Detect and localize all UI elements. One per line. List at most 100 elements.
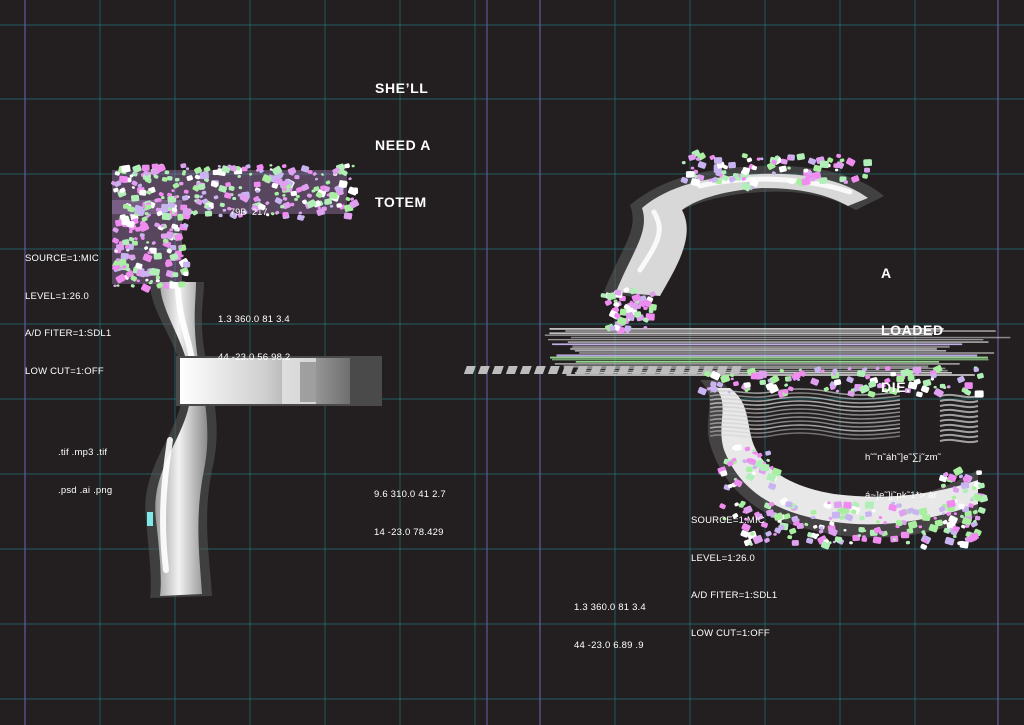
speckle-chip <box>197 183 206 190</box>
speckle-chip <box>219 202 225 208</box>
speckle-chip <box>194 174 201 180</box>
speckle-chip <box>148 281 153 285</box>
speckle-chip <box>201 190 207 195</box>
speckle-chip <box>160 206 169 214</box>
speckle-chip <box>765 382 775 391</box>
speckle-chip <box>819 177 828 185</box>
speckle-chip <box>875 366 880 371</box>
speckle-chip <box>648 303 657 311</box>
speckle-chip <box>348 177 352 181</box>
speckle-chip <box>946 499 956 508</box>
speckle-chip <box>778 165 787 173</box>
glyph-right-top <box>616 173 868 296</box>
wave-line <box>709 388 901 396</box>
speckle-chip <box>643 306 648 310</box>
speckle-chip <box>237 193 242 197</box>
speckle-chip <box>839 158 845 163</box>
glitch-text-line-2: á~]e˜]j˜pk˜1*> àr <box>865 489 938 501</box>
speckle-chip <box>316 208 325 216</box>
speckle-chip <box>791 515 799 522</box>
streak-dash <box>505 366 518 374</box>
speckle-chip <box>851 509 857 514</box>
glitch-text: h˜˜n˜áh˜]e˜∑j˜zm˜ á~]e˜]j˜pk˜1*> àr <box>865 427 941 527</box>
speckle-chip <box>166 175 173 181</box>
speckle-chip <box>129 254 136 260</box>
speckle-chip <box>142 173 152 181</box>
wave-line-right <box>939 433 979 439</box>
speckle-chip <box>180 163 187 169</box>
speckle-chip <box>642 317 649 323</box>
speckle-chip <box>920 385 930 393</box>
speckle-chip <box>832 372 837 376</box>
glitch-streaks <box>463 328 1011 444</box>
speckle-chip <box>238 213 243 218</box>
speckle-chip <box>828 516 833 520</box>
glitch-speckle-right <box>600 149 988 550</box>
speckle-chip <box>186 175 193 181</box>
speckle-chip <box>964 382 973 389</box>
speckle-chip <box>126 220 135 228</box>
streak-line <box>566 374 975 376</box>
speckle-chip <box>768 502 775 507</box>
left-numbers-b-line-1: 9.6 310.0 41 2.7 <box>374 489 446 500</box>
speckle-chip <box>864 501 875 509</box>
speckle-chip <box>863 529 867 533</box>
speckle-chip <box>160 233 168 239</box>
speckle-chip <box>883 388 889 393</box>
wave-line <box>709 392 901 400</box>
speckle-chip <box>810 377 820 386</box>
speckle-chip <box>962 476 970 483</box>
speckle-chip <box>271 182 279 189</box>
speckle-chip <box>731 457 737 462</box>
left-settings: SOURCE=1:MIC LEVEL=1:26.0 A/D FITER=1:SD… <box>25 228 111 403</box>
speckle-chip <box>155 279 160 283</box>
speckle-chip <box>787 166 791 170</box>
speckle-chip <box>803 168 809 173</box>
glitch-text-line-1: h˜˜n˜áh˜]e˜∑j˜zm˜ <box>865 452 942 463</box>
speckle-chip <box>631 293 641 302</box>
speckle-chip <box>811 532 818 540</box>
speckle-chip <box>952 534 957 539</box>
speckle-chip <box>171 189 175 193</box>
speckle-chip <box>178 281 186 288</box>
speckle-chip <box>116 244 124 251</box>
speckle-chip <box>256 164 264 171</box>
speckle-chip <box>972 493 982 502</box>
speckle-chip <box>604 299 612 306</box>
speckle-chip <box>970 520 978 528</box>
speckle-chip <box>303 201 307 205</box>
speckle-chip <box>269 164 273 167</box>
speckle-chip <box>174 177 180 182</box>
speckle-chip <box>297 214 305 221</box>
speckle-chip <box>680 176 689 184</box>
speckle-chip <box>124 244 130 249</box>
speckle-chip <box>282 193 286 197</box>
speckle-chip <box>199 195 203 199</box>
speckle-chip <box>171 207 178 213</box>
speckle-chip <box>217 165 221 168</box>
speckle-chip <box>951 495 957 500</box>
speckle-chip <box>952 486 957 490</box>
speckle-chip <box>771 159 777 165</box>
speckle-chip <box>614 289 622 296</box>
speckle-chip <box>120 252 129 260</box>
speckle-chip <box>635 304 641 309</box>
speckle-chip <box>973 367 980 373</box>
speckle-chip <box>296 194 300 198</box>
speckle-chip <box>873 526 882 534</box>
wave-line-right <box>939 418 979 424</box>
speckle-chip <box>121 164 131 173</box>
speckle-chip <box>192 185 200 192</box>
speckle-chip <box>146 241 150 244</box>
speckle-chip <box>153 252 163 260</box>
speckle-chip <box>271 165 283 176</box>
streak-line <box>576 369 948 372</box>
speckle-chip <box>749 178 759 187</box>
speckle-chip <box>895 519 903 527</box>
speckle-chip <box>347 186 358 196</box>
speckle-chip <box>750 372 760 380</box>
speckle-chip <box>258 203 266 211</box>
streak-dash <box>715 366 728 374</box>
wave-line-right <box>939 403 979 409</box>
